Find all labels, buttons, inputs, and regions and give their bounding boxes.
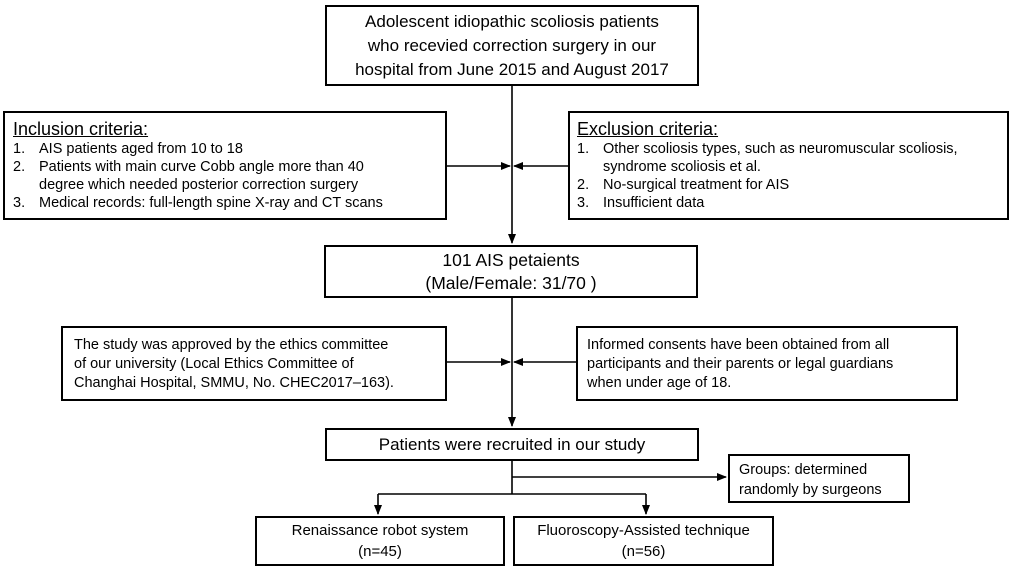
patients-box-line: 101 AIS petaients: [442, 249, 580, 270]
consent-box: Informed consents have been obtained fro…: [576, 326, 958, 401]
groups-box-line: randomly by surgeons: [739, 482, 882, 498]
consent-box-line: Informed consents have been obtained fro…: [587, 337, 890, 353]
exclusion-item-text: Other scoliosis types, such as neuromusc…: [603, 141, 958, 157]
inclusion-item-number: 1.: [13, 141, 26, 157]
exclusion-item: 3. Insufficient data: [577, 194, 1003, 212]
inclusion-item-number: 3.: [13, 195, 26, 211]
top-box: Adolescent idiopathic scoliosis patients…: [325, 5, 699, 86]
robot-group-line: (n=45): [358, 543, 402, 560]
ethics-box: The study was approved by the ethics com…: [61, 326, 447, 401]
consent-box-line: when under age of 18.: [587, 375, 732, 391]
exclusion-criteria-box: Exclusion criteria: 1. Other scoliosis t…: [568, 111, 1009, 220]
fluoroscopy-group-line: Fluoroscopy-Assisted technique: [537, 522, 750, 539]
inclusion-item-text: Medical records: full-length spine X-ray…: [39, 195, 383, 211]
ethics-box-line: Changhai Hospital, SMMU, No. CHEC2017–16…: [74, 375, 394, 391]
patients-box-line: (Male/Female: 31/70 ): [425, 272, 597, 293]
inclusion-title: Inclusion criteria:: [13, 119, 149, 139]
consent-box-line: participants and their parents or legal …: [587, 356, 894, 372]
exclusion-item-number: 3.: [577, 195, 590, 211]
robot-group-box: Renaissance robot system (n=45): [255, 516, 505, 566]
exclusion-item-number: 2.: [577, 177, 590, 193]
inclusion-item-text: Patients with main curve Cobb angle more…: [39, 159, 364, 175]
exclusion-item-text: Insufficient data: [603, 195, 705, 211]
inclusion-item-text: degree which needed posterior correction…: [39, 177, 359, 193]
inclusion-criteria-box: Inclusion criteria: 1. AIS patients aged…: [3, 111, 447, 220]
exclusion-item-text: syndrome scoliosis et al.: [603, 159, 761, 175]
top-box-line: hospital from June 2015 and August 2017: [355, 59, 669, 79]
inclusion-item: 3. Medical records: full-length spine X-…: [13, 194, 439, 212]
inclusion-item-number: 2.: [13, 159, 26, 175]
top-box-line: who recevied correction surgery in our: [367, 35, 657, 55]
exclusion-item: 2. No-surgical treatment for AIS: [577, 176, 1003, 194]
groups-box: Groups: determined randomly by surgeons: [728, 454, 910, 503]
inclusion-item: 2. Patients with main curve Cobb angle m…: [13, 158, 439, 194]
exclusion-item-number: 1.: [577, 141, 590, 157]
fluoroscopy-group-box: Fluoroscopy-Assisted technique (n=56): [513, 516, 774, 566]
exclusion-item: 1. Other scoliosis types, such as neurom…: [577, 140, 1003, 176]
ethics-box-line: of our university (Local Ethics Committe…: [74, 356, 354, 372]
recruited-box-text: Patients were recruited in our study: [378, 434, 646, 454]
inclusion-item: 1. AIS patients aged from 10 to 18: [13, 140, 439, 158]
exclusion-title: Exclusion criteria:: [577, 119, 719, 139]
ethics-box-line: The study was approved by the ethics com…: [74, 337, 389, 353]
fluoroscopy-group-line: (n=56): [621, 543, 666, 560]
recruited-box: Patients were recruited in our study: [325, 428, 699, 461]
patients-box: 101 AIS petaients (Male/Female: 31/70 ): [324, 245, 698, 298]
inclusion-item-text: AIS patients aged from 10 to 18: [39, 141, 243, 157]
groups-box-line: Groups: determined: [739, 462, 868, 478]
top-box-line: Adolescent idiopathic scoliosis patients: [365, 11, 659, 31]
exclusion-item-text: No-surgical treatment for AIS: [603, 177, 790, 193]
robot-group-line: Renaissance robot system: [291, 522, 469, 539]
